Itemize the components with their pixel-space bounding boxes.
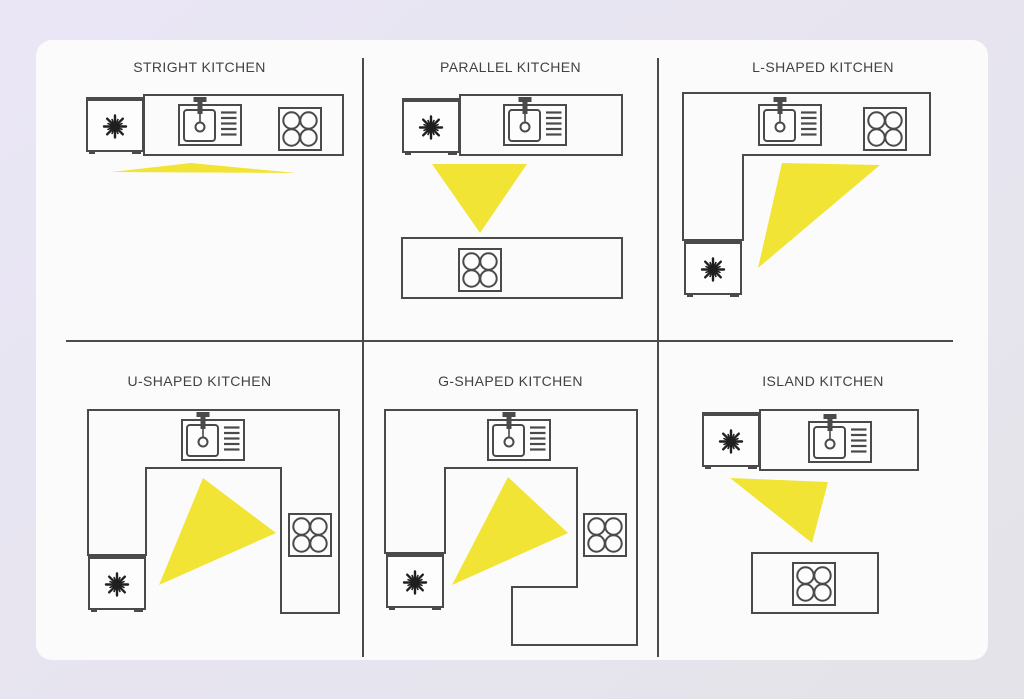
kitchen-layouts-card: STRIGHT KITCHEN PARALLEL KITCHEN L-SHAPE… [36,40,988,660]
island-kitchen-floorplan [700,409,919,614]
panel-title: PARALLEL KITCHEN [440,59,581,75]
sink-unit [177,95,243,147]
panel-u-shaped-kitchen: U-SHAPED KITCHEN [36,341,363,660]
work-triangle [432,164,527,233]
sink-unit [502,95,568,147]
parallel-kitchen-floorplan [400,94,623,299]
hob [863,107,907,151]
panel-title: L-SHAPED KITCHEN [752,59,894,75]
u-shaped-kitchen-floorplan [86,409,340,614]
island-counter [401,237,623,299]
sink-unit [807,412,873,464]
grid-divider-horizontal [66,340,953,342]
panel-g-shaped-kitchen: G-SHAPED KITCHEN [363,341,658,660]
panel-l-shaped-kitchen: L-SHAPED KITCHEN [658,40,988,341]
straight-kitchen-floorplan [84,94,344,173]
work-triangle [758,163,880,268]
sink-unit [180,410,246,462]
g-shaped-kitchen-floorplan [384,409,638,646]
hob [458,248,502,292]
panel-title: ISLAND KITCHEN [762,373,884,389]
hob [288,513,332,557]
l-shaped-kitchen-floorplan [682,92,931,299]
work-triangle [452,477,568,585]
sink-unit [757,95,823,147]
panel-title: U-SHAPED KITCHEN [127,373,272,389]
refrigerator [700,410,762,471]
refrigerator [400,96,462,157]
refrigerator [84,95,146,156]
grid-divider-vertical-2 [657,58,659,657]
hob [583,513,627,557]
hob [792,562,836,606]
work-triangle [730,478,828,543]
panel-title: STRIGHT KITCHEN [133,59,266,75]
refrigerator [682,238,744,299]
sink-unit [486,410,552,462]
grid-divider-vertical-1 [362,58,364,657]
panel-title: G-SHAPED KITCHEN [438,373,583,389]
hob [278,107,322,151]
panel-island-kitchen: ISLAND KITCHEN [658,341,988,660]
panel-straight-kitchen: STRIGHT KITCHEN [36,40,363,341]
refrigerator [86,553,148,614]
panel-parallel-kitchen: PARALLEL KITCHEN [363,40,658,341]
work-triangle [159,478,276,585]
refrigerator [384,551,446,612]
work-triangle [111,163,296,173]
